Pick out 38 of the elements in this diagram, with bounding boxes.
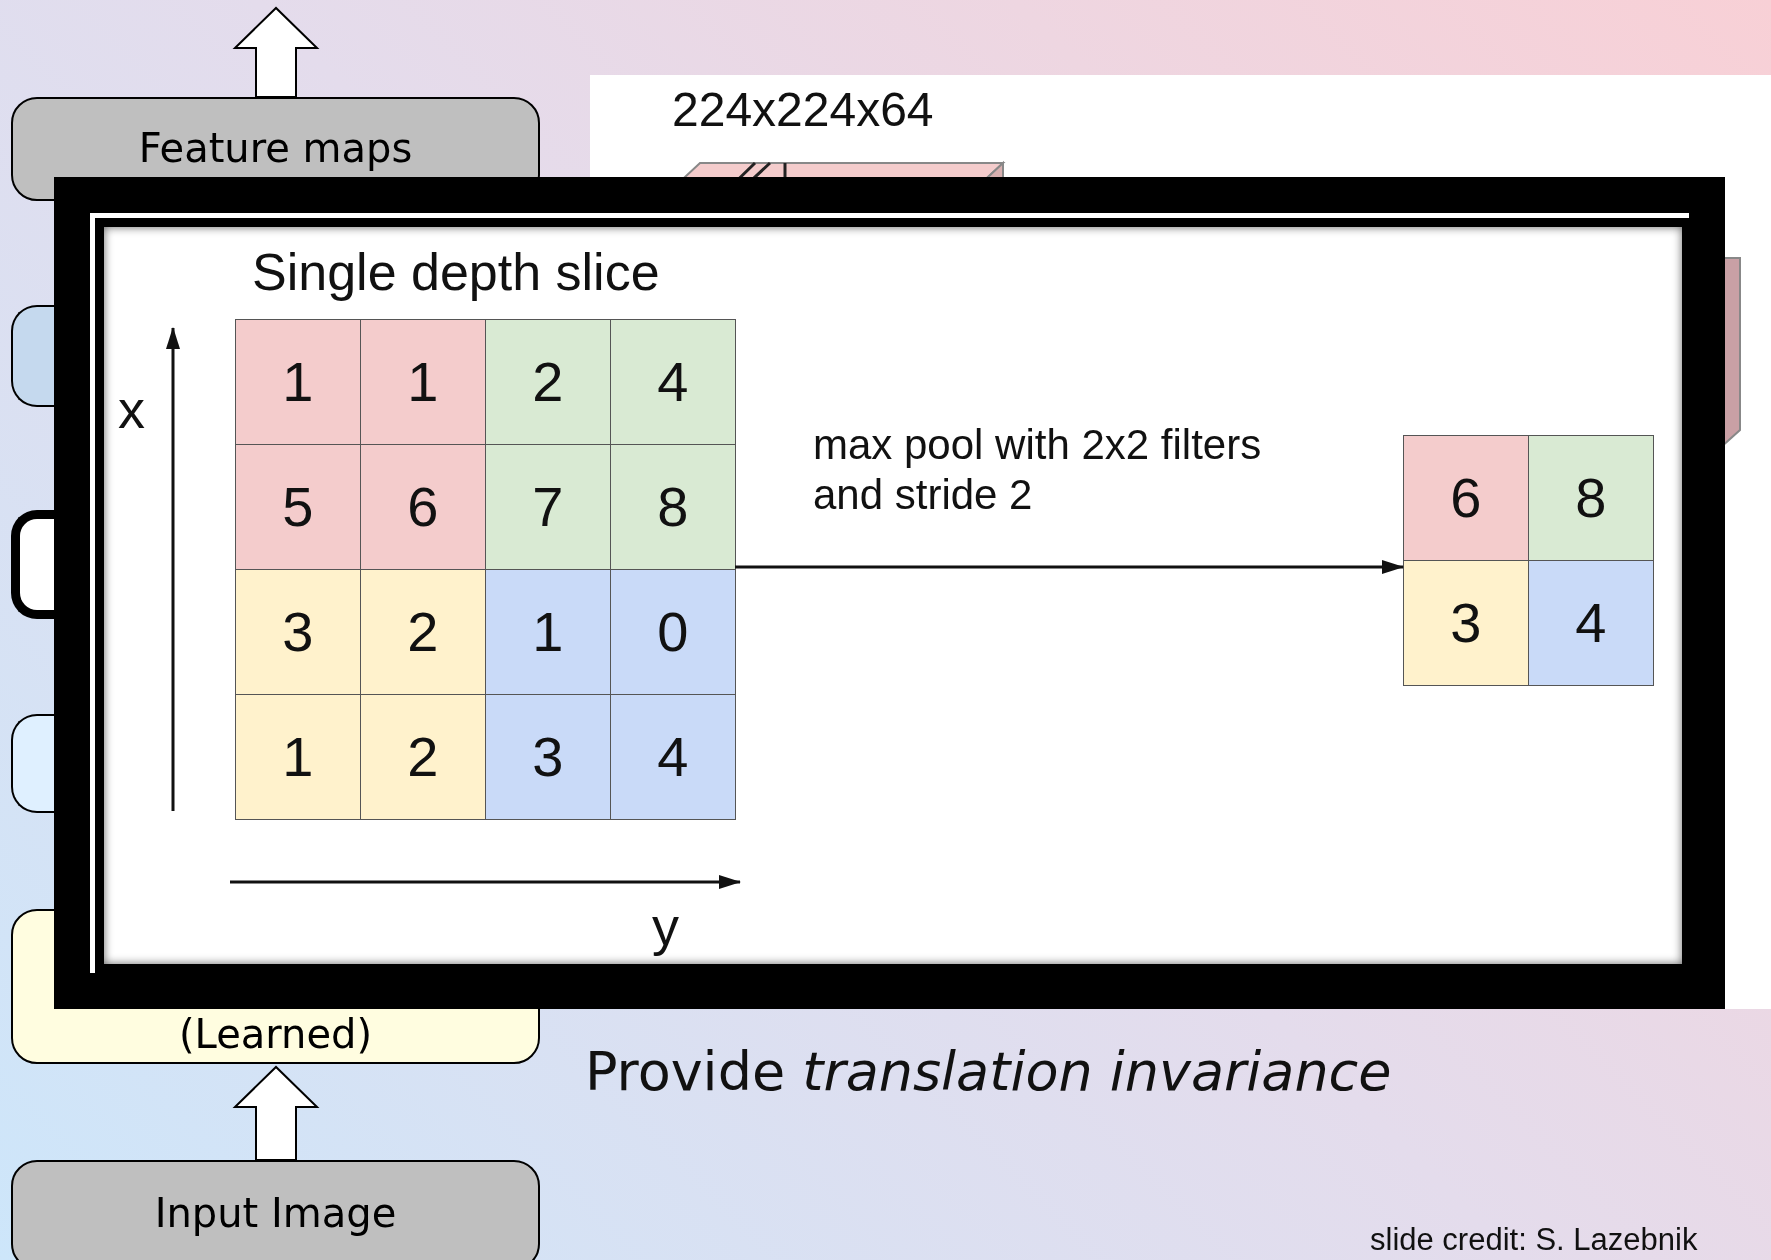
credit-text: slide credit: S. Lazebnik (1370, 1222, 1698, 1258)
box-label: Input Image (153, 1190, 398, 1236)
process-box (11, 510, 54, 619)
grid-cell: 1 (234, 318, 361, 445)
edge-label: max pool with 2x2 filters and stride 2 (813, 420, 1263, 520)
box-label: Feature maps (137, 125, 414, 171)
block-arrow (232, 1065, 320, 1161)
grid-cell: 0 (609, 568, 736, 695)
grid-cell: 4 (609, 318, 736, 445)
grid-cell: 3 (484, 693, 611, 820)
block-arrow (232, 6, 320, 98)
grid-cell: 1 (484, 568, 611, 695)
grid-cell: 1 (359, 318, 486, 445)
grid-cell: 1 (234, 693, 361, 820)
grid-cell: 2 (359, 693, 486, 820)
grid-cell: 4 (609, 693, 736, 820)
axis-label: x (118, 378, 145, 440)
grid-cell: 7 (484, 443, 611, 570)
arrow (735, 560, 1404, 574)
grid-cell: 6 (359, 443, 486, 570)
process-box (11, 305, 54, 407)
grid-cell: 2 (484, 318, 611, 445)
grid-cell: 3 (234, 568, 361, 695)
grid-cell: 6 (1402, 434, 1529, 561)
grid-cell: 8 (1527, 434, 1654, 561)
box-label: (Learned) (178, 1011, 373, 1057)
grid-cell: 8 (609, 443, 736, 570)
grid-title: Single depth slice (252, 242, 660, 302)
grid-cell: 2 (359, 568, 486, 695)
output-grid (1403, 435, 1653, 685)
process-box (11, 1160, 540, 1260)
grid-cell: 4 (1527, 559, 1654, 686)
grid-cell: 3 (1402, 559, 1529, 686)
process-box (11, 714, 54, 813)
grid-cell: 5 (234, 443, 361, 570)
axis-label: y (652, 895, 679, 957)
slide-text: Provide translation invariance (585, 1040, 1392, 1103)
dimension-text: 224x224x64 (672, 82, 934, 137)
